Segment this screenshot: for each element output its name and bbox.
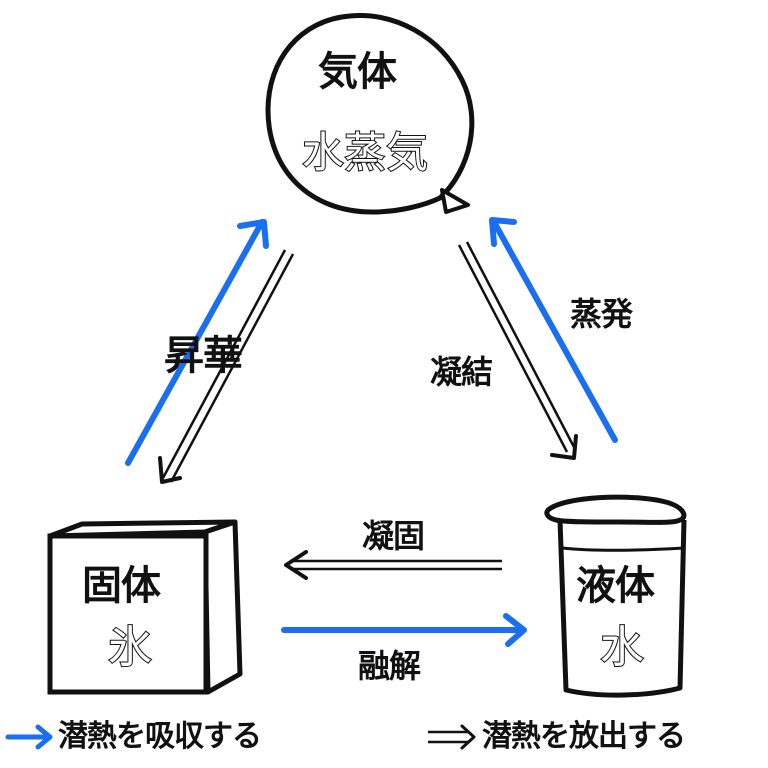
solid-block: [47, 519, 243, 695]
legend-release-label: 潜熱を放出する: [482, 719, 686, 754]
gas-example-label: 水蒸気: [301, 128, 429, 177]
blue-arrow-icon: [5, 724, 53, 750]
solid-state-label: 固体: [82, 563, 161, 609]
gas-state-label: 気体: [318, 49, 397, 95]
solid-example-label: 氷: [107, 622, 153, 673]
melting-arrow: [281, 613, 527, 647]
evaporation-label: 蒸発: [570, 295, 633, 333]
liquid-state-label: 液体: [576, 563, 655, 609]
freezing-double-arrow: [284, 550, 502, 580]
melting-label: 融解: [358, 647, 421, 685]
legend-absorb-label: 潜熱を吸収する: [58, 719, 262, 754]
sublimation-label: 昇華: [164, 333, 243, 379]
condensation-label: 凝結: [430, 353, 493, 391]
gas-bubble: [265, 13, 475, 215]
deposition-double-arrow: [158, 249, 295, 484]
liquid-beaker: [544, 494, 687, 698]
condensation-double-arrow: [457, 241, 578, 460]
bubble-tail-icon: [440, 188, 470, 214]
liquid-example-label: 水: [599, 622, 645, 673]
double-arrow-icon: [428, 724, 476, 750]
sublimation-arrow: [125, 219, 269, 466]
freezing-label: 凝固: [362, 517, 425, 555]
evaporation-arrow: [489, 217, 618, 443]
